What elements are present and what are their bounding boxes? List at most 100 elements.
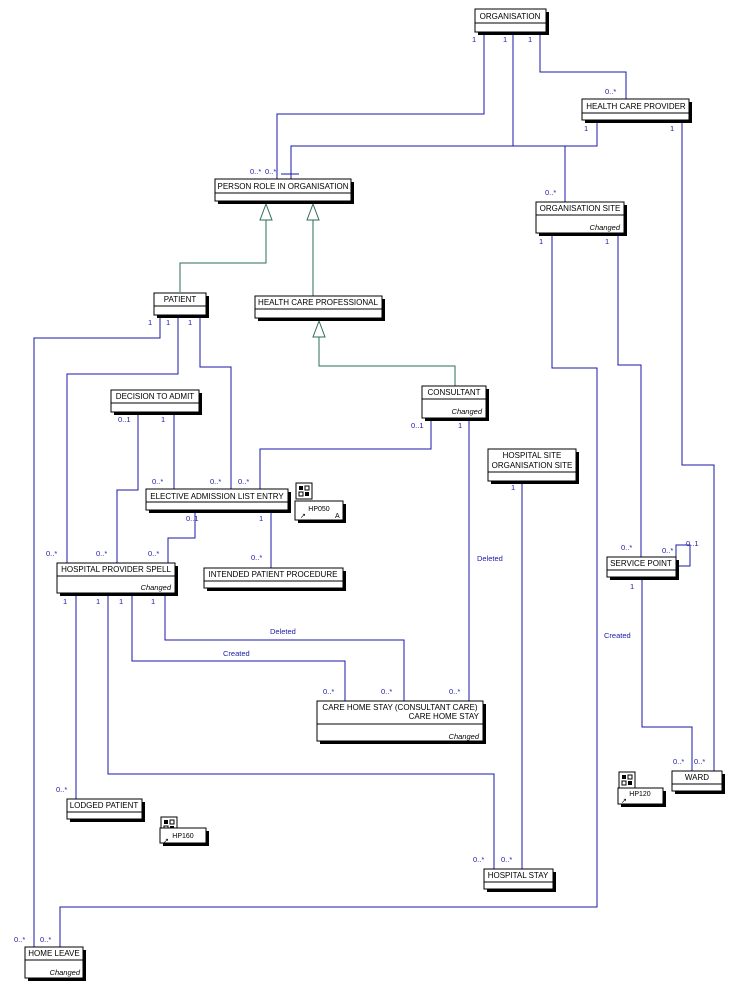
link-arrow-icon: ↗ (300, 513, 306, 520)
mult: 0..* (40, 935, 51, 944)
mult: 0..* (501, 855, 512, 864)
line-org-hcp (539, 34, 627, 100)
generalization-arrow-hcprof (306, 202, 320, 221)
label-deleted-consultant: Deleted (477, 554, 503, 563)
mult: 1 (630, 582, 634, 591)
entity-hospital-stay[interactable]: HOSPITAL STAY (483, 868, 556, 892)
line-orgsite-servicepoint (617, 235, 642, 557)
mult: 0..* (250, 167, 261, 176)
line-servicepoint-self (675, 544, 691, 567)
line-hps-hospitalstay (107, 595, 495, 869)
mult: 1 (605, 237, 609, 246)
generalization-arrow-patient (259, 202, 273, 221)
entity-organisation-label: ORGANISATION (480, 12, 541, 21)
entity-consultant-label: CONSULTANT (427, 388, 480, 397)
mult: 0..* (605, 87, 616, 96)
generalization-arrow-consultant (312, 319, 326, 338)
mult: 0..* (694, 757, 705, 766)
mult: 0..* (662, 546, 673, 555)
line-orgsite-homeleave (59, 235, 598, 947)
mult: 0..* (381, 687, 392, 696)
multiplicities: 1 1 1 0..* 1 1 0..* 0..* 0..* 1 1 1 1 1 … (14, 35, 705, 944)
entity-care-home-stay[interactable]: CARE HOME STAY (CONSULTANT CARE) CARE HO… (316, 700, 486, 744)
entity-care-home-stay-label-2: CARE HOME STAY (409, 712, 480, 721)
mult: 0..* (238, 477, 249, 486)
diagram-ref-hp050[interactable]: HP050 ↗ A (294, 482, 346, 523)
diagram-ref-hp160[interactable]: HP160 ↗ (159, 816, 209, 846)
mult: 0..* (96, 549, 107, 558)
mult: 1 (472, 35, 476, 44)
entity-hospital-stay-label: HOSPITAL STAY (488, 871, 549, 880)
entity-organisation-site[interactable]: ORGANISATION SITE Changed (535, 201, 627, 236)
diagram-ref-hp120[interactable]: HP120 ↗ (617, 771, 666, 807)
mult: 1 (670, 124, 674, 133)
building-icon (299, 486, 303, 490)
mult: 0..1 (186, 514, 199, 523)
mult: 1 (151, 597, 155, 606)
label-created-hps: Created (223, 649, 250, 658)
entity-hospital-provider-spell-label: HOSPITAL PROVIDER SPELL (61, 565, 171, 574)
mult: 0..* (545, 188, 556, 197)
mult: 1 (503, 35, 507, 44)
mult: 1 (148, 318, 152, 327)
building-icon (164, 820, 168, 824)
mult: 1 (584, 124, 588, 133)
line-servicepoint-ward (641, 578, 693, 771)
entity-elective-admission-label: ELECTIVE ADMISSION LIST ENTRY (150, 492, 284, 501)
entity-decision-to-admit-label: DECISION TO ADMIT (116, 392, 194, 401)
entity-home-leave[interactable]: HOME LEAVE Changed (24, 946, 86, 981)
diagram-ref-hp160-label: HP160 (172, 833, 194, 840)
mult: 0..* (210, 477, 221, 486)
entity-elective-admission[interactable]: ELECTIVE ADMISSION LIST ENTRY (145, 488, 291, 513)
mult: 0..* (621, 543, 632, 552)
mult: 1 (259, 514, 263, 523)
mult: 1 (458, 421, 462, 430)
entity-consultant-note: Changed (452, 407, 483, 416)
line-patient-elective (199, 317, 232, 489)
generalization-lines (179, 202, 456, 386)
line-org-personrole (276, 34, 485, 180)
mult: 0..1 (411, 421, 424, 430)
entity-person-role[interactable]: PERSON ROLE IN ORGANISATION (214, 178, 354, 204)
entity-consultant[interactable]: CONSULTANT Changed (421, 385, 489, 421)
entity-service-point[interactable]: SERVICE POINT (606, 556, 679, 580)
entity-hospital-site[interactable]: HOSPITAL SITE ORGANISATION SITE (487, 448, 579, 484)
mult: 1 (161, 415, 165, 424)
line-patient-personrole (179, 220, 267, 292)
mult: 1 (96, 597, 100, 606)
entity-organisation-site-label: ORGANISATION SITE (540, 204, 621, 213)
entity-patient[interactable]: PATIENT (153, 292, 209, 318)
line-hcp-ward (681, 122, 715, 771)
entity-hospital-provider-spell-note: Changed (141, 583, 172, 592)
mult: 0..* (152, 477, 163, 486)
entity-lodged-patient[interactable]: LODGED PATIENT (66, 798, 145, 822)
mult: 0..1 (118, 415, 131, 424)
label-deleted-hps: Deleted (270, 627, 296, 636)
entity-health-care-provider-label: HEALTH CARE PROVIDER (586, 102, 686, 111)
entity-decision-to-admit[interactable]: DECISION TO ADMIT (110, 389, 202, 415)
entity-patient-label: PATIENT (164, 295, 197, 304)
mult: 1 (528, 35, 532, 44)
entity-care-home-stay-label-1: CARE HOME STAY (CONSULTANT CARE) (322, 703, 477, 712)
entity-ward[interactable]: WARD (671, 770, 725, 794)
mult: 1 (166, 318, 170, 327)
mult: 1 (119, 597, 123, 606)
entity-health-care-professional[interactable]: HEALTH CARE PROFESSIONAL (254, 295, 385, 321)
line-hps-carehome-deleted (164, 595, 405, 701)
entity-hospital-provider-spell[interactable]: HOSPITAL PROVIDER SPELL Changed (56, 562, 178, 596)
mult: 1 (188, 318, 192, 327)
entity-care-home-stay-note: Changed (449, 732, 480, 741)
link-arrow-icon: ↗ (621, 798, 627, 805)
entity-service-point-label: SERVICE POINT (610, 559, 672, 568)
mult: 0..* (265, 167, 276, 176)
entity-intended-procedure[interactable]: INTENDED PATIENT PROCEDURE (203, 567, 346, 591)
mult: 0..* (251, 553, 262, 562)
entity-health-care-provider[interactable]: HEALTH CARE PROVIDER (581, 98, 692, 123)
line-patient-hps (66, 317, 179, 563)
entity-lodged-patient-label: LODGED PATIENT (70, 801, 139, 810)
label-created-orgsite: Created (604, 631, 631, 640)
line-hps-carehome-created (131, 595, 346, 701)
entity-organisation[interactable]: ORGANISATION (474, 8, 549, 35)
building-icon (622, 775, 626, 779)
